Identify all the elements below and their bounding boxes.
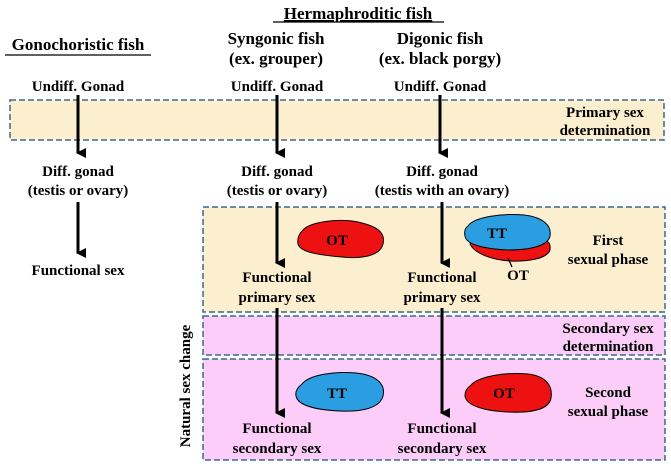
- syn-diff-label-1: Diff. gonad: [241, 164, 313, 180]
- second-phase-label-1: Second: [585, 385, 632, 401]
- ot-gonad-syngonic: [297, 219, 385, 259]
- tt-label-digonic: TT: [487, 226, 507, 242]
- syngonic-title: Syngonic fish: [228, 29, 325, 48]
- syn-secondary-label-2: secondary sex: [233, 441, 322, 457]
- dig-primary-label-1: Functional: [407, 270, 476, 286]
- first-phase-label-2: sexual phase: [568, 252, 649, 268]
- natural-sex-change-label: Natural sex change: [178, 324, 194, 447]
- syn-primary-label-2: primary sex: [238, 290, 316, 306]
- syngonic-example: (ex. grouper): [229, 49, 323, 68]
- dig-diff-label-2: (testis with an ovary): [375, 183, 510, 199]
- primary-determination-label-2: determination: [560, 123, 651, 139]
- gono-undiff-label: Undiff. Gonad: [32, 79, 125, 95]
- hermaphroditic-title: Hermaphroditic fish: [284, 4, 433, 23]
- dig-undiff-label: Undiff. Gonad: [394, 79, 487, 95]
- gono-diff-label-1: Diff. gonad: [42, 164, 114, 180]
- dig-diff-label-1: Diff. gonad: [406, 164, 478, 180]
- dig-secondary-label-1: Functional: [407, 421, 476, 437]
- syn-secondary-label-1: Functional: [242, 421, 311, 437]
- ot-gonad-digonic-second: [464, 373, 552, 413]
- syn-undiff-label: Undiff. Gonad: [231, 79, 324, 95]
- tt-label-syngonic: TT: [327, 386, 347, 402]
- primary-determination-label-1: Primary sex: [566, 105, 644, 121]
- ot-label-syngonic: OT: [326, 233, 348, 249]
- dig-primary-label-2: primary sex: [403, 290, 481, 306]
- secondary-determination-label-1: Secondary sex: [562, 321, 654, 337]
- tt-gonad-syngonic: [295, 372, 385, 412]
- gono-functional-label: Functional sex: [32, 263, 125, 279]
- primary-determination-band: [9, 99, 665, 141]
- ot-label-digonic-second: OT: [493, 386, 515, 402]
- gono-diff-label-2: (testis or ovary): [28, 183, 129, 199]
- dig-secondary-label-2: secondary sex: [398, 441, 487, 457]
- gonochoristic-title: Gonochoristic fish: [12, 35, 145, 54]
- syn-primary-label-1: Functional: [242, 270, 311, 286]
- first-phase-label-1: First: [593, 233, 624, 249]
- secondary-determination-band: [202, 315, 666, 356]
- syn-diff-label-2: (testis or ovary): [227, 183, 328, 199]
- secondary-determination-label-2: determination: [563, 339, 654, 355]
- ot-pointer-line: [507, 257, 513, 268]
- tt-gonad-digonic: [464, 214, 551, 251]
- digonic-example: (ex. black porgy): [379, 49, 501, 68]
- second-phase-label-2: sexual phase: [568, 404, 649, 420]
- ot-label-digonic: OT: [507, 268, 529, 284]
- digonic-title: Digonic fish: [397, 29, 484, 48]
